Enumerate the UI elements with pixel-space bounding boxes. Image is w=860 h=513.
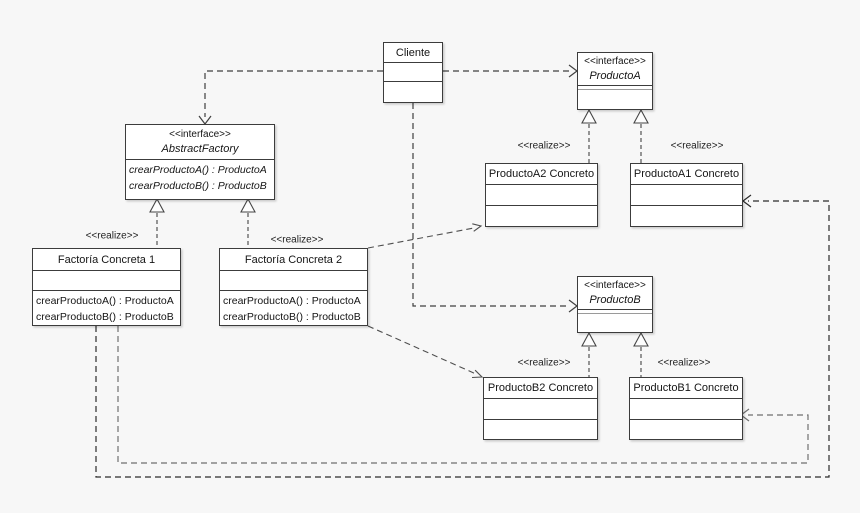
class-title-factoria2: Factoría Concreta 2 xyxy=(220,249,367,271)
attributes-compartment xyxy=(384,63,442,82)
class-title-productob2: ProductoB2 Concreto xyxy=(484,378,597,399)
class-box-productob: <<interface>> ProductoB xyxy=(577,276,653,333)
method-crearproductoa: crearProductoA() : ProductoA xyxy=(223,295,361,307)
class-box-abstractfactory: <<interface>> AbstractFactory crearProdu… xyxy=(125,124,275,200)
realize-productob1-productob xyxy=(633,331,649,377)
dependency-cliente-to-abstractfactory xyxy=(198,70,383,125)
attributes-compartment xyxy=(33,271,180,291)
dependency-cliente-to-productoa xyxy=(443,64,578,78)
interface-name: AbstractFactory xyxy=(161,143,239,155)
stereotype-label: <<interface>> xyxy=(169,129,231,140)
realize-label-productoa2: <<realize>> xyxy=(517,140,571,152)
realize-label-productob2: <<realize>> xyxy=(517,357,571,369)
realize-factoria2-abstractfactory xyxy=(240,197,256,248)
operations-compartment xyxy=(578,90,652,109)
class-box-cliente: Cliente xyxy=(383,42,443,103)
class-title-factoria1: Factoría Concreta 1 xyxy=(33,249,180,271)
class-box-productob1-concreto: ProductoB1 Concreto xyxy=(629,377,743,440)
attributes-compartment xyxy=(484,399,597,420)
class-box-productob2-concreto: ProductoB2 Concreto xyxy=(483,377,598,440)
stereotype-label: <<interface>> xyxy=(584,280,646,291)
operations-compartment: crearProductoA() : ProductoA crearProduc… xyxy=(33,291,180,325)
class-title-productoa2: ProductoA2 Concreto xyxy=(486,164,597,185)
operations-compartment: crearProductoA() : ProductoA crearProduc… xyxy=(220,291,367,325)
attributes-compartment xyxy=(578,86,652,90)
attributes-compartment xyxy=(630,399,742,420)
operations-compartment xyxy=(384,82,442,102)
dependency-factoria2-to-productoa2 xyxy=(367,223,483,249)
operations-compartment xyxy=(484,420,597,439)
class-box-factoria-concreta-1: Factoría Concreta 1 crearProductoA() : P… xyxy=(32,248,181,326)
interface-header: <<interface>> ProductoB xyxy=(578,277,652,310)
attributes-compartment xyxy=(486,185,597,206)
interface-header: <<interface>> AbstractFactory xyxy=(126,125,274,160)
class-box-productoa1-concreto: ProductoA1 Concreto xyxy=(630,163,743,227)
class-title-productoa1: ProductoA1 Concreto xyxy=(631,164,742,185)
stereotype-label: <<interface>> xyxy=(584,56,646,67)
operations-compartment xyxy=(578,314,652,332)
realize-productoa1-productoa xyxy=(633,108,649,163)
realize-label-productob1: <<realize>> xyxy=(657,357,711,369)
interface-header: <<interface>> ProductoA xyxy=(578,53,652,86)
class-box-productoa: <<interface>> ProductoA xyxy=(577,52,653,110)
attributes-compartment xyxy=(220,271,367,291)
class-box-factoria-concreta-2: Factoría Concreta 2 crearProductoA() : P… xyxy=(219,248,368,326)
method-crearproductob: crearProductoB() : ProductoB xyxy=(129,180,267,192)
operations-compartment xyxy=(631,206,742,226)
method-crearproductoa: crearProductoA() : ProductoA xyxy=(36,295,174,307)
method-crearproductob: crearProductoB() : ProductoB xyxy=(36,311,174,323)
class-box-productoa2-concreto: ProductoA2 Concreto xyxy=(485,163,598,227)
method-crearproductob: crearProductoB() : ProductoB xyxy=(223,311,361,323)
realize-productoa2-productoa xyxy=(581,108,597,163)
operations-compartment: crearProductoA() : ProductoA crearProduc… xyxy=(126,160,274,199)
realize-label-factoria1: <<realize>> xyxy=(85,230,139,242)
operations-compartment xyxy=(630,420,742,439)
class-title-cliente: Cliente xyxy=(384,43,442,63)
attributes-compartment xyxy=(631,185,742,206)
realize-label-factoria2: <<realize>> xyxy=(270,234,324,246)
realize-factoria1-abstractfactory xyxy=(149,197,165,248)
method-crearproductoa: crearProductoA() : ProductoA xyxy=(129,164,267,176)
realize-label-productoa1: <<realize>> xyxy=(670,140,724,152)
realize-productob2-productob xyxy=(581,331,597,377)
interface-name: ProductoB xyxy=(589,294,641,306)
operations-compartment xyxy=(486,206,597,226)
attributes-compartment xyxy=(578,310,652,314)
class-title-productob1: ProductoB1 Concreto xyxy=(630,378,742,399)
interface-name: ProductoA xyxy=(589,70,641,82)
dependency-factoria1-to-productoa1 xyxy=(95,194,830,478)
dependency-factoria2-to-productob2 xyxy=(367,325,484,379)
